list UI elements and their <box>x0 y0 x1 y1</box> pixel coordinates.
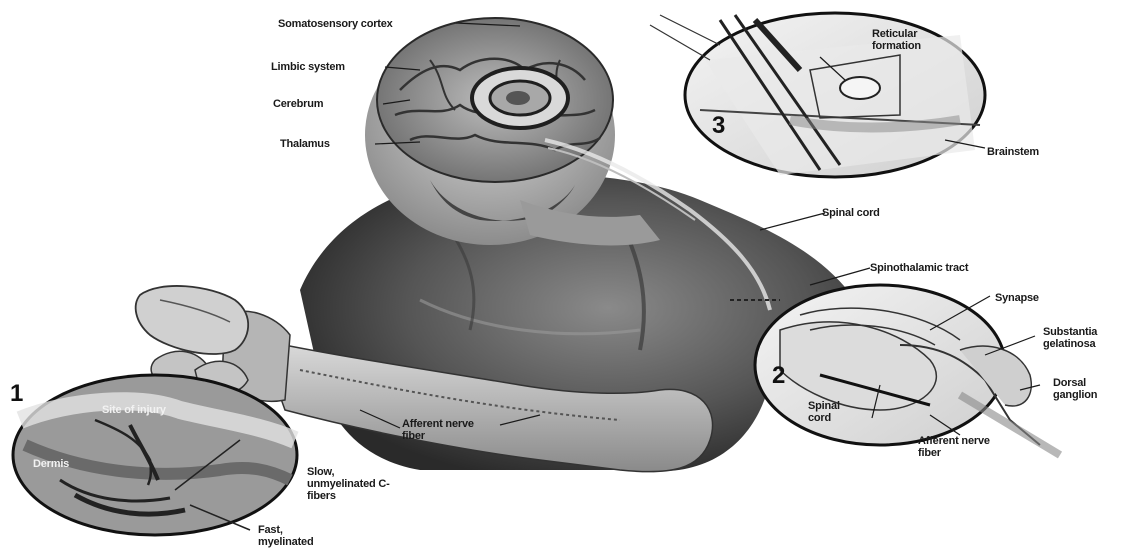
inset-number-3: 3 <box>712 112 725 140</box>
label-synapse: Synapse <box>995 292 1039 304</box>
label-site-of-injury: Site of injury <box>102 404 166 416</box>
label-afferent-nerve-fiber-inset: Afferent nerve fiber <box>918 435 1002 459</box>
fist <box>136 286 249 354</box>
label-cerebrum: Cerebrum <box>273 98 323 110</box>
label-brainstem: Brainstem <box>987 146 1039 158</box>
label-reticular-formation: Reticular formation <box>872 28 932 52</box>
label-spinothalamic-tract: Spinothalamic tract <box>870 262 968 274</box>
inset-number-1: 1 <box>10 380 23 408</box>
label-spinal-cord: Spinal cord <box>822 207 880 219</box>
label-afferent-nerve-fiber-arm: Afferent nerve fiber <box>402 418 482 442</box>
label-dorsal-ganglion: Dorsal ganglion <box>1053 377 1119 401</box>
inset-number-2: 2 <box>772 362 785 390</box>
label-spinal-cord-inset: Spinal cord <box>808 400 858 424</box>
label-somatosensory-cortex: Somatosensory cortex <box>278 18 393 30</box>
label-fast-fibers: Fast, myelinated <box>258 524 328 548</box>
label-substantia-gelatinosa: Substantia gelatinosa <box>1043 326 1115 350</box>
label-limbic-system: Limbic system <box>271 61 345 73</box>
label-thalamus: Thalamus <box>280 138 330 150</box>
label-dermis: Dermis <box>33 458 69 470</box>
label-slow-c-fibers: Slow, unmyelinated C-fibers <box>307 466 397 502</box>
